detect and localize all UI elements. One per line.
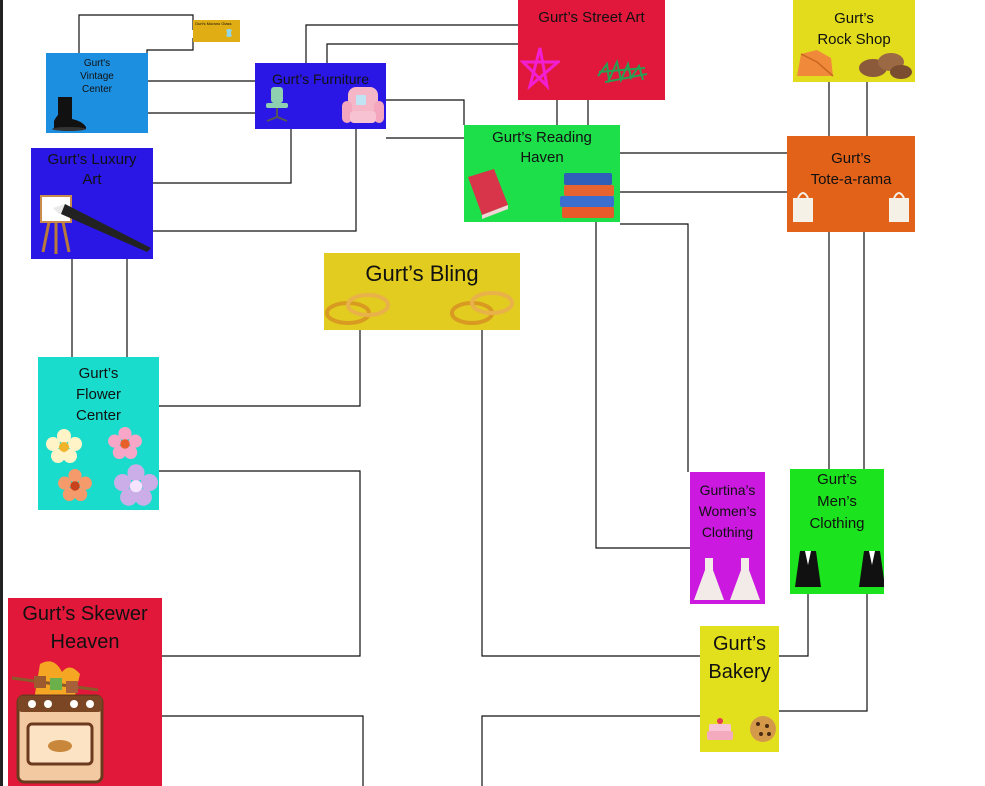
shop-name-line: Art — [82, 171, 102, 189]
connector — [779, 594, 809, 657]
shop-name-line: Clothing — [809, 514, 865, 532]
shop-murano-glass[interactable]: Gurt's Murano Glass — [193, 20, 240, 42]
shop-name: Gurt’s Street Art — [538, 9, 645, 26]
connector — [620, 223, 689, 472]
shop-name-line: Center — [81, 84, 112, 95]
orange-rock-icon — [797, 50, 834, 77]
connector — [153, 129, 292, 184]
shop-name-line: Heaven — [50, 631, 120, 653]
shop-reading-haven[interactable]: Gurt’s Reading Haven — [464, 125, 620, 222]
shop-name-line: Tote-a-rama — [810, 171, 892, 188]
red-book-icon — [468, 169, 508, 219]
shop-name: Gurt's Murano Glass — [195, 21, 232, 26]
connector — [162, 715, 364, 786]
glass-icon — [226, 29, 232, 37]
flower-icon — [108, 427, 142, 459]
shop-furniture[interactable]: Gurt’s Furniture — [255, 63, 386, 129]
oven-icon — [16, 694, 104, 784]
connector — [481, 715, 700, 786]
shop-name-line: Women’s — [698, 503, 757, 519]
book-stack-icon — [560, 173, 614, 218]
shop-name-line: Gurt’s — [713, 633, 766, 655]
scribble-graffiti-icon — [597, 58, 648, 84]
shop-name-line: Haven — [520, 149, 564, 167]
connector — [305, 24, 518, 65]
skewer-icon — [11, 661, 99, 700]
page-left-border — [0, 0, 3, 786]
shop-name: Gurt’s Bling — [365, 261, 479, 286]
shop-luxury-art[interactable]: Gurt’s Luxury Art — [31, 148, 153, 259]
shop-mens-clothing[interactable]: Gurt’s Men’s Clothing — [790, 469, 884, 594]
shop-bakery[interactable]: Gurt’s Bakery — [700, 626, 779, 752]
armchair-icon — [342, 87, 384, 123]
shop-name-line: Gurt’s Reading — [492, 129, 592, 146]
shop-name-line: Gurt’s — [831, 150, 871, 167]
shop-name-line: Gurt’s Luxury — [47, 151, 137, 168]
dress-icon — [694, 558, 724, 600]
star-graffiti-icon — [520, 47, 560, 90]
connector — [386, 99, 465, 125]
shop-vintage-center[interactable]: Gurt's Vintage Center — [46, 53, 148, 133]
shop-name-line: Gurt’s — [834, 10, 874, 27]
paintbrush-icon — [53, 204, 151, 252]
tote-bag-icon — [889, 192, 909, 222]
shop-name-line: Flower — [75, 386, 121, 403]
connector — [595, 222, 690, 549]
connector — [481, 330, 700, 657]
shop-name-line: Men’s — [817, 492, 857, 510]
cookie-icon — [750, 716, 776, 742]
cake-icon — [707, 718, 733, 740]
shop-skewer-heaven[interactable]: Gurt’s Skewer Heaven — [8, 598, 162, 786]
shop-name-line: Center — [75, 407, 122, 424]
shop-bling[interactable]: Gurt’s Bling — [324, 253, 520, 330]
rings-icon — [450, 291, 514, 325]
shop-flower-center[interactable]: Gurt’s Flower Center — [38, 357, 159, 510]
shop-name-line: Clothing — [701, 524, 754, 540]
shop-name-line: Gurt’s Skewer — [22, 603, 148, 625]
shop-name-line: Gurt's — [83, 58, 111, 69]
connector — [78, 14, 194, 53]
shop-rock-shop[interactable]: Gurt’s Rock Shop — [793, 0, 915, 82]
shop-name-line: Vintage — [80, 71, 114, 82]
shop-name: Gurt’s Furniture — [272, 71, 369, 87]
shop-street-art[interactable]: Gurt’s Street Art — [518, 0, 665, 100]
tuxedo-icon — [859, 551, 884, 587]
brown-rocks-icon — [859, 53, 912, 79]
shop-womens-clothing[interactable]: Gurtina’s Women’s Clothing — [690, 472, 765, 604]
connector — [153, 129, 357, 232]
connector — [146, 38, 194, 53]
boot-icon — [52, 97, 86, 131]
connector — [159, 470, 361, 657]
rings-icon — [325, 293, 390, 325]
connector — [779, 594, 868, 712]
connector — [326, 43, 518, 65]
shop-name-line: Bakery — [708, 661, 771, 683]
shop-tote-a-rama[interactable]: Gurt’s Tote-a-rama — [787, 136, 915, 232]
connector — [159, 330, 361, 407]
flower-icon — [46, 429, 82, 463]
dress-icon — [730, 558, 760, 600]
shop-name-line: Gurt’s — [817, 471, 857, 488]
shop-name-line: Gurt’s — [78, 365, 119, 382]
flower-icon — [58, 469, 92, 501]
flower-icon — [114, 464, 158, 506]
shop-name-line: Rock Shop — [817, 31, 891, 48]
shop-name-line: Gurtina’s — [699, 482, 756, 498]
tuxedo-icon — [795, 551, 821, 587]
tote-bag-icon — [793, 192, 813, 222]
office-chair-icon — [266, 87, 288, 122]
